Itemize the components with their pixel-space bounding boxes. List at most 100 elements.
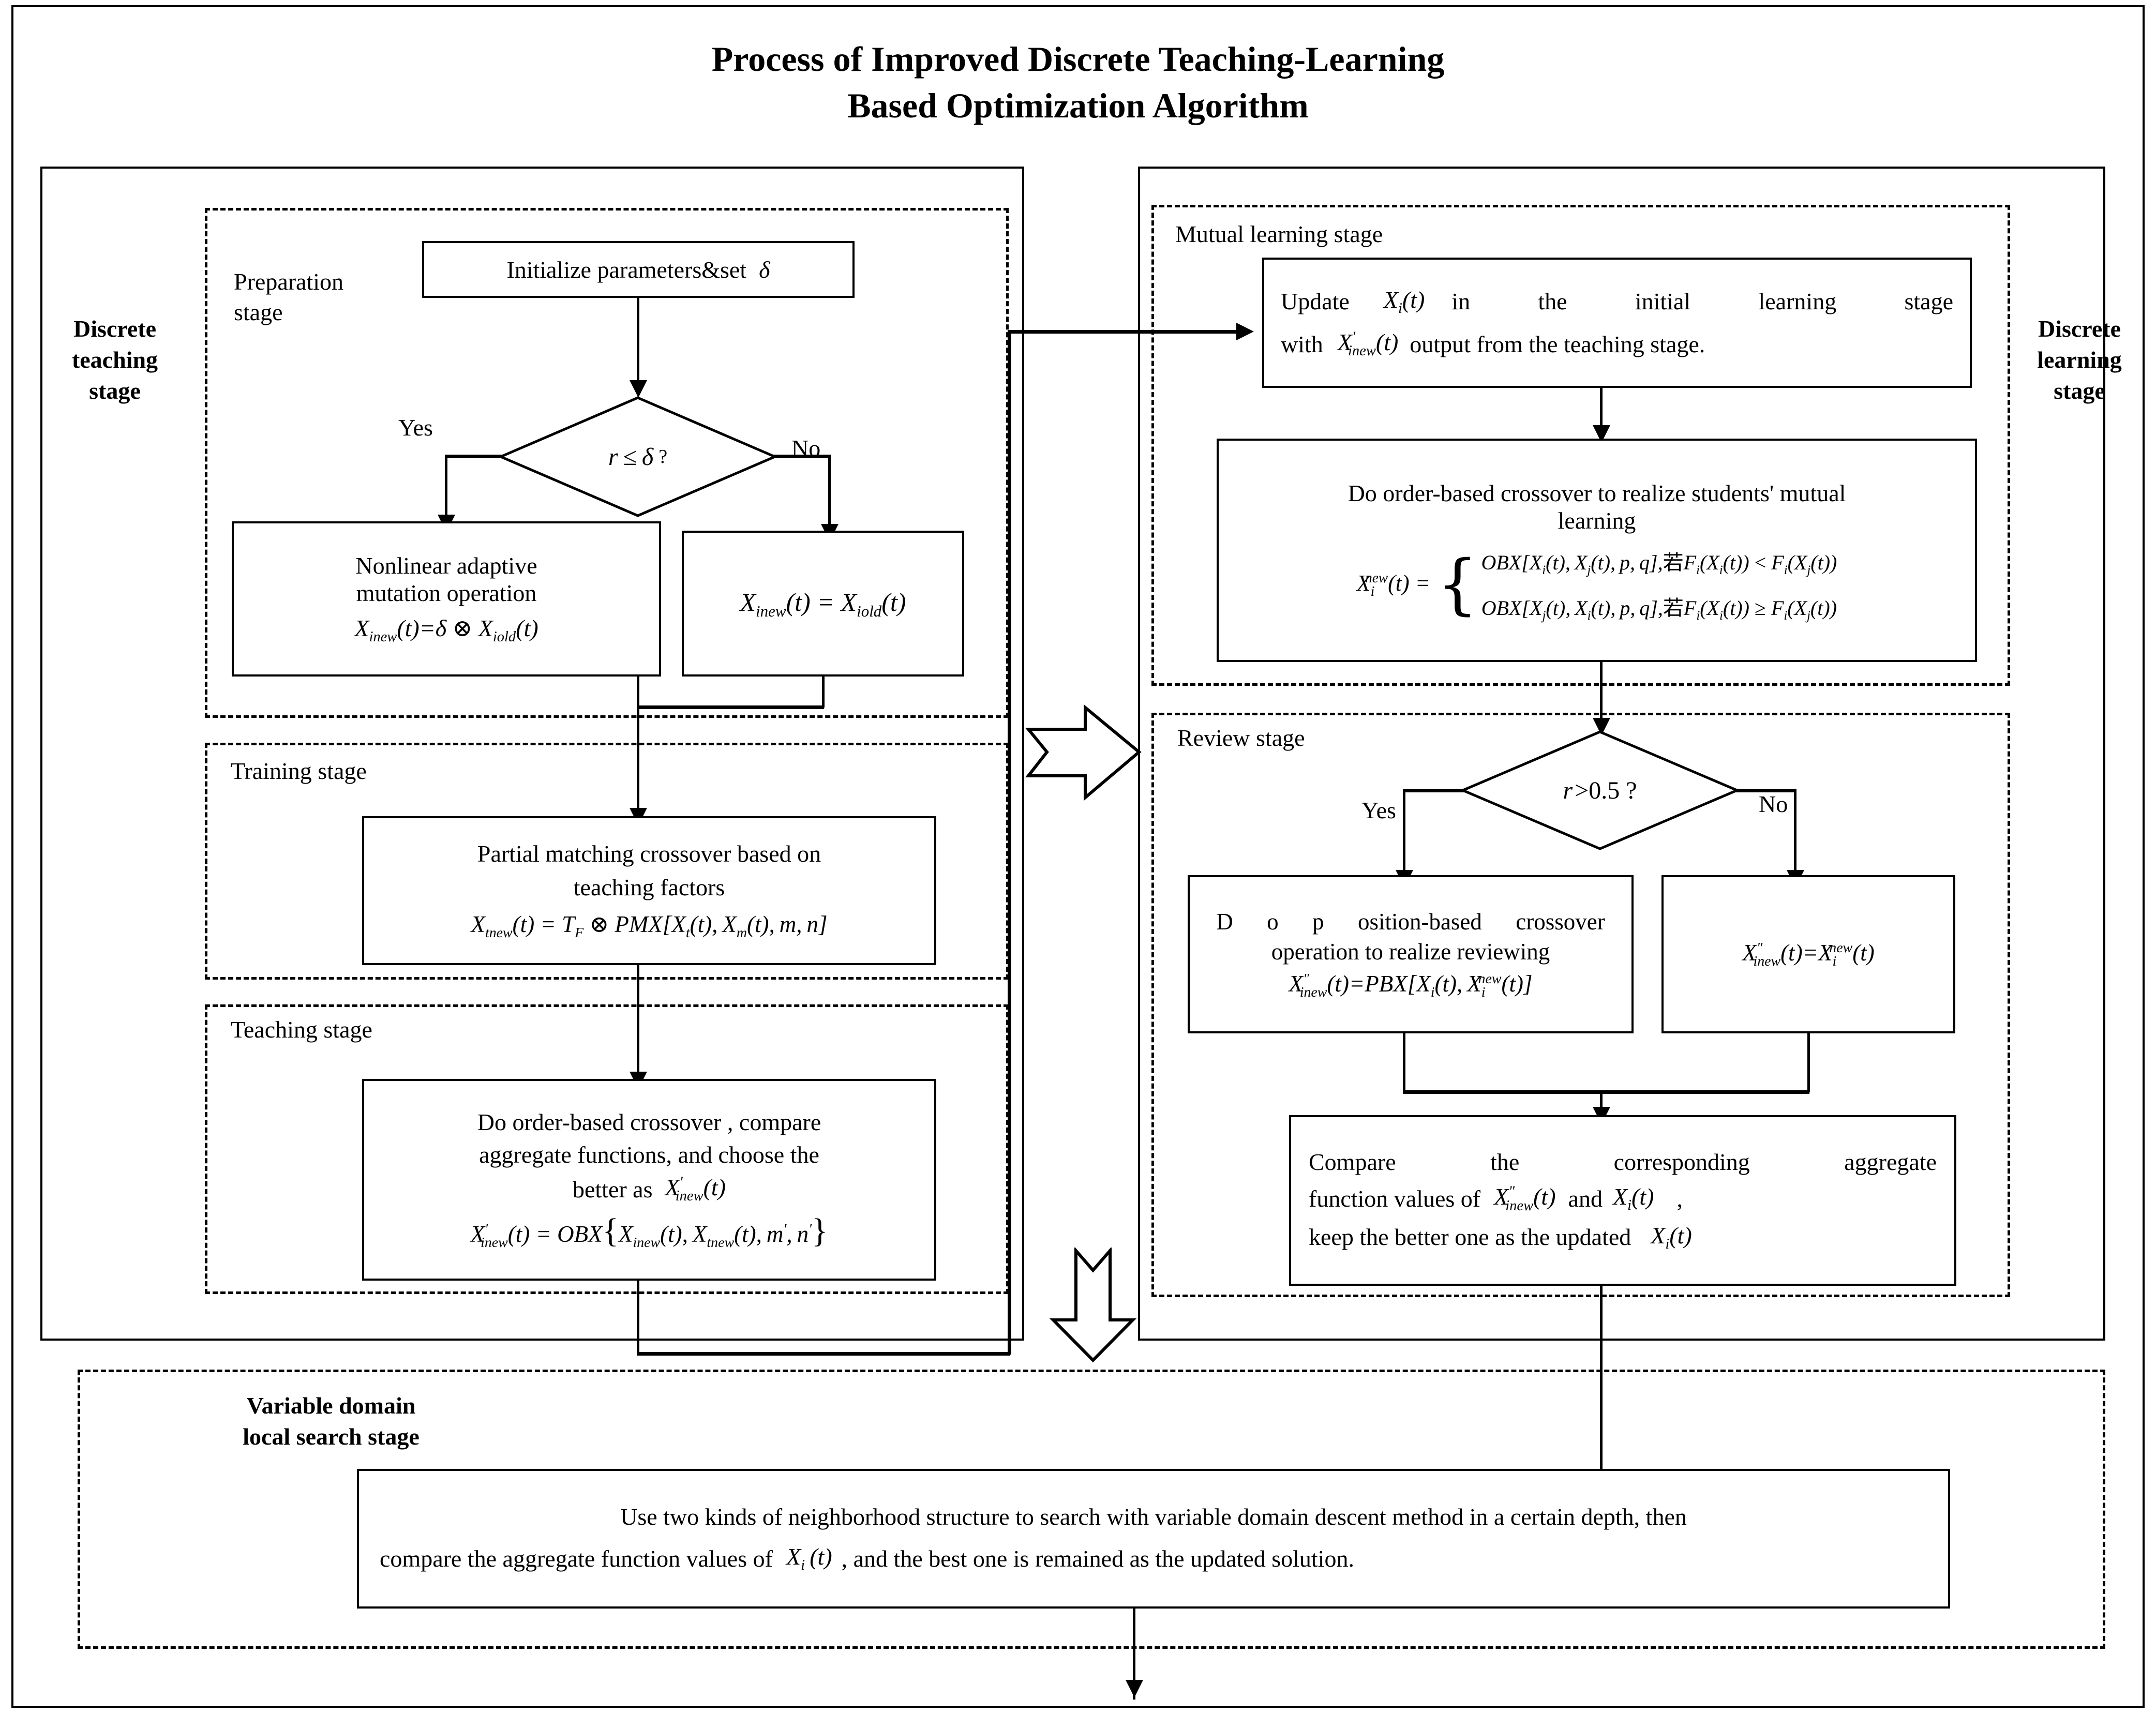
diamond-shape xyxy=(499,396,776,517)
connector-mutation-down xyxy=(637,677,639,708)
arrowhead-init-to-decision xyxy=(630,380,647,398)
variable-domain-search-box: Use two kinds of neighborhood structure … xyxy=(357,1469,1950,1609)
compare-aggregate-box: Compare the corresponding aggregate func… xyxy=(1289,1115,1956,1286)
teaching-box-xprime: X'inew(t) xyxy=(665,1174,726,1205)
update-xi-box: Update Xi(t) in the initial learning sta… xyxy=(1262,258,1972,388)
no-label-review: No xyxy=(1759,791,1788,817)
connector-teaching-out-down xyxy=(637,1281,639,1355)
learning-label-line1: Discrete xyxy=(2038,315,2121,342)
training-stage-group xyxy=(205,743,1009,980)
nonlinear-mutation-line1: Nonlinear adaptive xyxy=(355,552,537,579)
mutual-crossover-line1: Do order-based crossover to realize stud… xyxy=(1348,480,1846,506)
discrete-learning-stage-label: Discrete learning stage xyxy=(2012,313,2147,406)
variable-domain-stage-group xyxy=(78,1370,2105,1649)
pbx-line1: D o p osition-based crossover xyxy=(1216,908,1605,935)
connector-review-merge-down xyxy=(1600,1090,1603,1122)
mutual-case-1: OBX[Xi(t), Xj(t), p, q],若Fi(Xi(t)) < Fi(… xyxy=(1481,551,1837,577)
mutual-crossover-line2: learning xyxy=(1558,507,1636,534)
no-label-left: No xyxy=(791,435,821,461)
mutual-crossover-box: Do order-based crossover to realize stud… xyxy=(1217,439,1977,662)
review-stage-group xyxy=(1151,713,2010,1297)
variable-domain-label-line2: local search stage xyxy=(243,1423,420,1450)
preparation-label-line2: stage xyxy=(234,298,283,325)
connector-teaching-out-right xyxy=(637,1352,1010,1356)
connector-nobranch-down xyxy=(1807,1033,1810,1092)
discrete-learning-stage-container xyxy=(1138,167,2105,1341)
nonlinear-mutation-line2: mutation operation xyxy=(356,580,537,607)
learning-label-line2: learning xyxy=(2037,346,2122,373)
decision-question: ? xyxy=(658,446,668,468)
mutual-crossover-formula: Xinew(t) = { OBX[Xi(t), Xj(t), p, q],若Fi… xyxy=(1357,546,1837,623)
teaching-box-line2: aggregate functions, and choose the xyxy=(479,1141,819,1168)
assign-xinew-box: Xinew(t) = Xiold(t) xyxy=(682,531,964,677)
with-word: with xyxy=(1281,330,1323,357)
update-xi-line2: with X'inew(t) output from the teaching … xyxy=(1281,328,1705,359)
decision-delta: δ xyxy=(641,443,654,471)
preparation-stage-label: Preparation stage xyxy=(234,267,410,328)
assign-xinew-formula: Xinew(t) = Xiold(t) xyxy=(740,587,906,620)
connector-init-to-decision xyxy=(637,298,639,386)
initialize-parameters-box: Initialize parameters&set δ xyxy=(422,241,855,298)
teaching-label-line1: Discrete xyxy=(73,315,157,342)
nonlinear-mutation-box: Nonlinear adaptive mutation operation Xi… xyxy=(232,521,661,677)
teaching-box-line1: Do order-based crossover , compare xyxy=(477,1108,821,1135)
partial-matching-line2: teaching factors xyxy=(573,874,725,900)
connector-pbx-down xyxy=(1403,1033,1405,1092)
order-based-crossover-box: Do order-based crossover , compare aggre… xyxy=(362,1079,936,1281)
decision-r-gt-05-label: r >0.5 ? xyxy=(1461,730,1739,850)
decision-r-leq-delta: r ≤ δ ? xyxy=(499,396,776,517)
decision-var: r xyxy=(608,443,618,471)
connector-merge-horizontal xyxy=(637,705,824,709)
training-stage-label: Training stage xyxy=(231,758,367,784)
block-arrow-right xyxy=(1025,704,1142,801)
nonlinear-mutation-formula: Xinew(t)=δ ⊗ Xiold(t) xyxy=(354,615,538,645)
update-word: Update xyxy=(1281,288,1350,315)
connector-review-no-down xyxy=(1794,789,1796,879)
teaching-stage-label: Teaching stage xyxy=(231,1016,372,1043)
connector-update-to-crossover xyxy=(1600,388,1603,440)
compare-line2-b: and xyxy=(1568,1185,1603,1212)
partial-matching-line1: Partial matching crossover based on xyxy=(477,840,821,867)
compare-xdprime-symbol: X"inew(t) xyxy=(1494,1183,1556,1214)
update-xi-line1: Update Xi(t) in the initial learning sta… xyxy=(1281,286,1953,317)
pbx-line2: operation to realize reviewing xyxy=(1271,938,1550,965)
update-xi-rest: in the initial learning stage xyxy=(1451,288,1953,315)
page-title: Process of Improved Discrete Teaching-Le… xyxy=(0,36,2156,129)
review-decision-rest: >0.5 ? xyxy=(1575,776,1637,804)
connector-no-down xyxy=(828,455,831,531)
cases-brace: { xyxy=(1436,546,1478,622)
teaching-label-line3: stage xyxy=(89,377,141,404)
variable-domain-line2-a: compare the aggregate function values of xyxy=(380,1545,773,1572)
compare-line3: keep the better one as the updated Xi(t) xyxy=(1309,1222,1692,1253)
block-arrow-down xyxy=(1049,1248,1137,1363)
connector-yes-stub xyxy=(445,455,503,458)
mutual-learning-stage-label: Mutual learning stage xyxy=(1175,221,1383,247)
variable-domain-line2: compare the aggregate function values of… xyxy=(380,1543,1354,1574)
review-decision-var: r xyxy=(1563,776,1573,804)
variable-domain-xi-symbol: Xi (t) xyxy=(786,1543,832,1574)
teaching-box-better-as: better as xyxy=(572,1176,653,1203)
mutual-case-2: OBX[Xj(t), Xi(t), p, q],若Fi(Xi(t)) ≥ Fi(… xyxy=(1481,596,1837,623)
yes-label-review: Yes xyxy=(1361,797,1396,823)
variable-domain-line2-b: , and the best one is remained as the up… xyxy=(841,1545,1354,1572)
yes-label-left: Yes xyxy=(398,414,433,441)
diagram-frame xyxy=(11,5,2145,1708)
preparation-stage-group xyxy=(205,208,1009,718)
teaching-box-formula: X'inew(t) = OBX{Xinew(t), Xtnew(t), m', … xyxy=(470,1212,828,1251)
arrowhead-feedback-into-mutual xyxy=(1236,323,1254,340)
update-xprime-symbol: X'inew(t) xyxy=(1337,329,1399,359)
pbx-formula: X"inew(t)=PBX[Xi(t), Xinew(t)] xyxy=(1289,970,1533,1000)
compare-line2: function values of X"inew(t) and Xi(t) , xyxy=(1309,1183,1937,1214)
teaching-stage-group xyxy=(205,1004,1009,1294)
decision-r-leq-delta-label: r ≤ δ ? xyxy=(499,396,776,517)
variable-domain-label-line1: Variable domain xyxy=(246,1392,416,1419)
discrete-teaching-stage-container xyxy=(40,167,1024,1341)
teaching-box-line3: better as X'inew(t) xyxy=(573,1174,726,1205)
no-branch-formula: X"inew(t)=Xinew(t) xyxy=(1742,939,1875,969)
connector-yes-down xyxy=(445,455,447,522)
compare-line2-a: function values of xyxy=(1309,1185,1481,1212)
variable-domain-line1: Use two kinds of neighborhood structure … xyxy=(620,1504,1687,1530)
connector-feedback-riser xyxy=(1008,332,1011,1355)
review-stage-label: Review stage xyxy=(1177,725,1305,751)
